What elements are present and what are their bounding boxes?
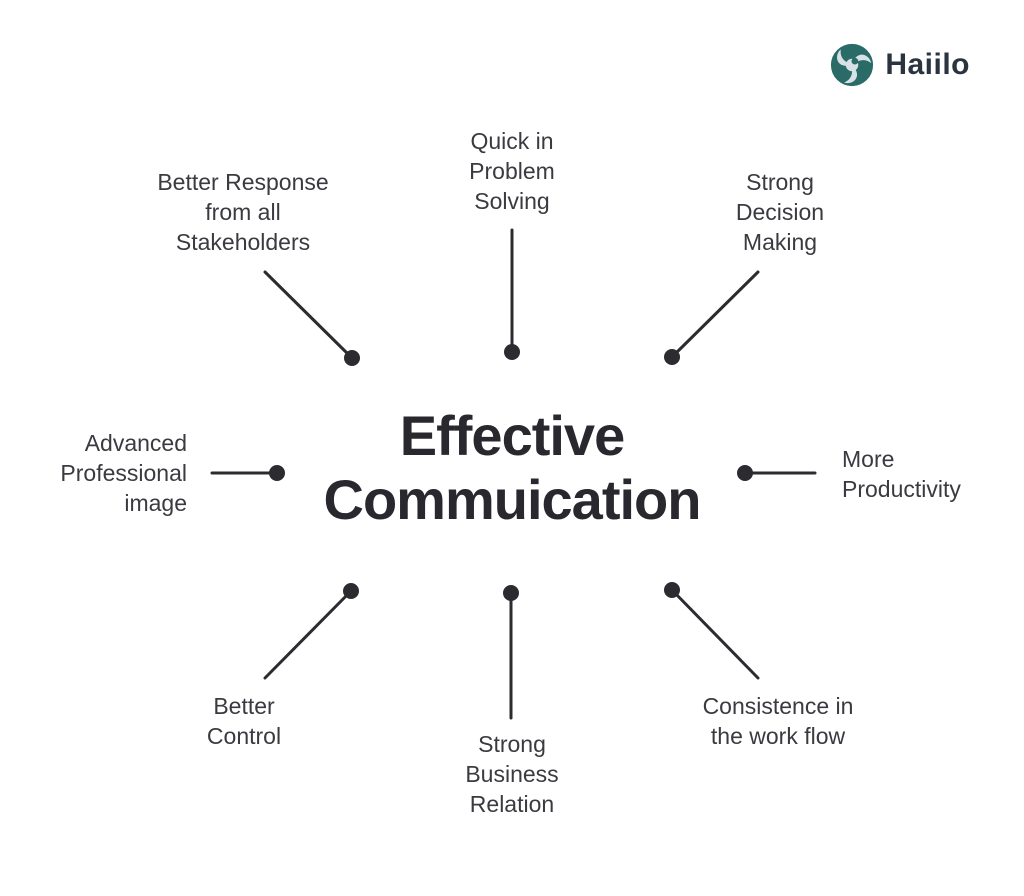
diagram-title: Effective Commuication [323,404,702,531]
connector-bottom-right [670,588,760,680]
connector-bottom-left [263,589,353,680]
node-strong-decision-making: Strong Decision Making [735,169,825,255]
connector-dot-top-left [344,350,360,366]
connector-dot-top-right [664,349,680,365]
haiilo-logo: Haiilo [829,42,970,88]
node-consistence-in-work-flow: Consistence in the work flow [702,693,854,749]
node-more-productivity: More Productivity [842,446,961,502]
node-better-control: Better Control [206,693,282,749]
node-advanced-professional-image: Advanced Professional image [60,430,187,516]
connector-top-right [670,270,760,359]
node-quick-in-problem-solving: Quick in Problem Solving [469,128,555,214]
connector-dot-bottom-left [343,583,359,599]
node-better-response: Better Response from all Stakeholders [157,169,329,255]
connector-dot-bottom [503,585,519,601]
node-strong-business-relation: Strong Business Relation [465,731,559,817]
haiilo-logo-text: Haiilo [885,48,970,81]
connector-top-left [263,270,354,360]
connector-dot-bottom-right [664,582,680,598]
haiilo-swirl-icon [831,43,874,87]
connector-dot-top [504,344,520,360]
